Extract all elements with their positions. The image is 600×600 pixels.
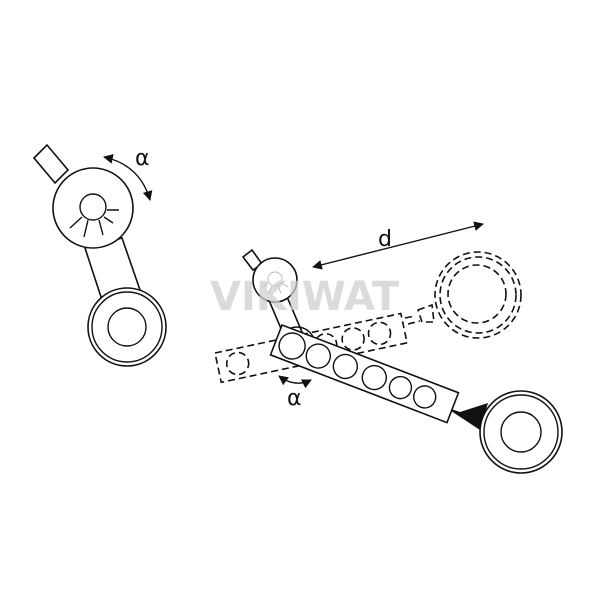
light-bulb-icon — [69, 193, 119, 238]
lamp-left-handle — [32, 143, 70, 185]
lamp-right: α — [241, 248, 563, 474]
lamp-left-base-outer — [87, 287, 167, 367]
lamp-right-base-inner — [500, 411, 542, 453]
lamp-left: α — [32, 143, 167, 367]
lamp-right-base-outer — [479, 390, 563, 474]
angle-label-bottom: α — [287, 386, 302, 411]
lamp-right-head — [252, 257, 298, 303]
lamp-right-bar — [269, 323, 460, 424]
rotation-arrow-bottom — [278, 375, 312, 389]
rotation-arrow-top — [103, 154, 153, 201]
watermark: VIKIWAT — [210, 274, 400, 320]
lamp-right-connector — [445, 403, 488, 430]
distance-label: d — [378, 227, 392, 252]
lamp-left-base-inner — [107, 307, 147, 347]
distance-arrow — [312, 221, 484, 270]
angle-label-top: α — [135, 146, 150, 171]
lamp-left-head — [52, 167, 134, 249]
light-bulb-icon — [261, 271, 289, 294]
